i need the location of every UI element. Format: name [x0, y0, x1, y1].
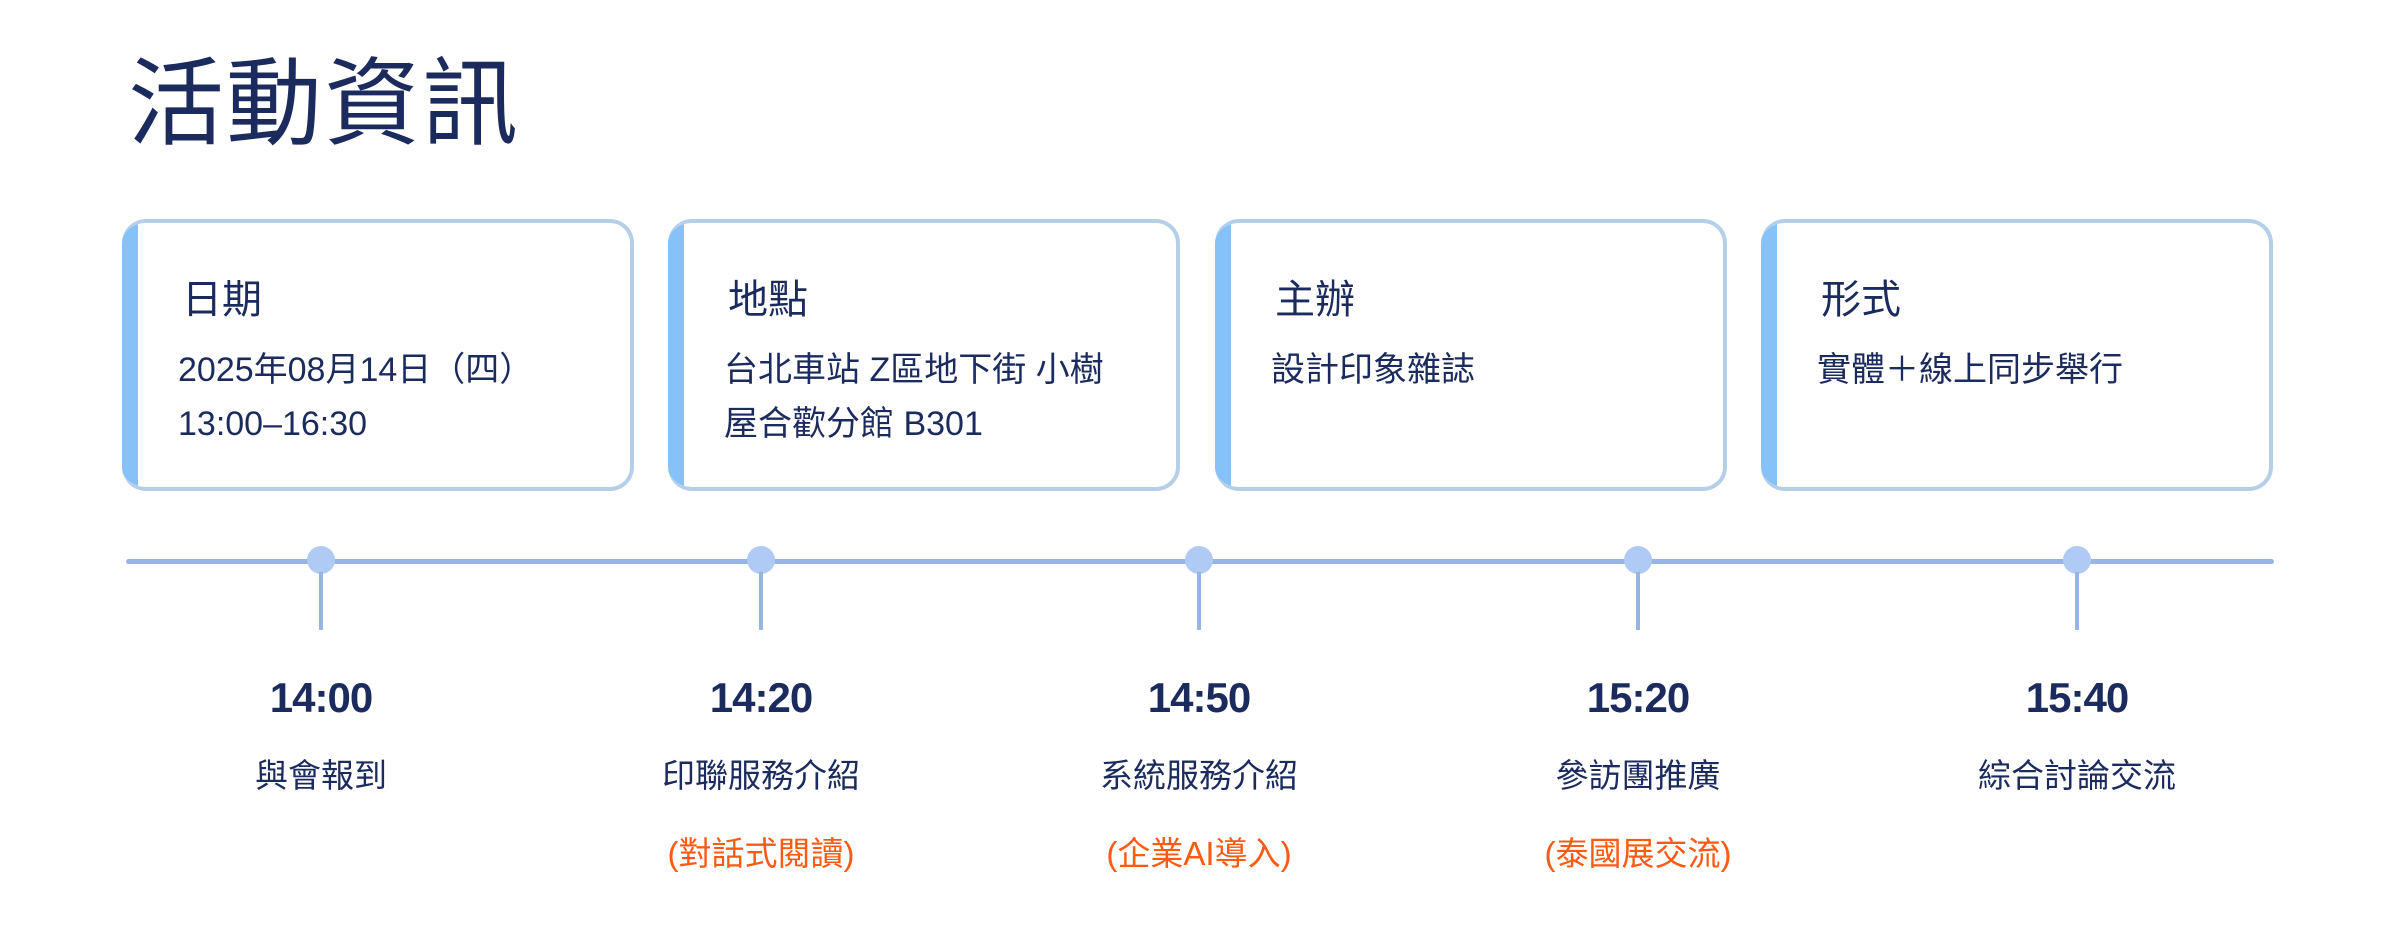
timeline-stem	[1636, 572, 1640, 630]
timeline-label: 與會報到	[255, 757, 387, 794]
timeline-dot	[1185, 546, 1213, 574]
timeline-stem	[1197, 572, 1201, 630]
timeline-dot	[2063, 546, 2091, 574]
timeline-note: (企業AI導入)	[1106, 835, 1292, 872]
card-heading: 地點	[728, 278, 808, 322]
card-line: 13:00–16:30	[178, 405, 368, 443]
timeline-time: 15:20	[1586, 674, 1690, 721]
timeline-note: (泰國展交流)	[1544, 835, 1732, 872]
timeline-item: 14:50 系統服務介紹 (企業AI導入)	[999, 668, 1399, 884]
card-heading: 形式	[1821, 278, 1901, 322]
timeline-time: 14:00	[269, 674, 373, 721]
page-title: 活動資訊	[128, 51, 520, 158]
card-line: 屋合歡分館 B301	[724, 405, 983, 443]
timeline-label: 參訪團推廣	[1555, 757, 1721, 794]
info-card-date: 日期 2025年08月14日（四） 13:00–16:30	[122, 219, 634, 491]
timeline-item: 15:20 參訪團推廣 (泰國展交流)	[1438, 668, 1838, 884]
timeline-time: 14:50	[1147, 674, 1251, 721]
timeline-dot	[307, 546, 335, 574]
card-line: 台北車站 Z區地下街 小樹	[724, 351, 1104, 389]
card-heading: 主辦	[1275, 278, 1355, 322]
timeline-dot	[747, 546, 775, 574]
timeline-stem	[319, 572, 323, 630]
card-line: 實體＋線上同步舉行	[1817, 351, 2123, 389]
timeline-item: 14:00 與會報到	[121, 668, 521, 806]
timeline-note: (對話式閱讀)	[667, 835, 855, 872]
info-card-location: 地點 台北車站 Z區地下街 小樹 屋合歡分館 B301	[668, 219, 1180, 491]
timeline-dot	[1624, 546, 1652, 574]
timeline-time: 15:40	[2025, 674, 2129, 721]
info-card-organizer: 主辦 設計印象雜誌	[1215, 219, 1727, 491]
timeline-stem	[759, 572, 763, 630]
timeline-label: 印聯服務介紹	[662, 757, 860, 794]
timeline-label: 系統服務介紹	[1100, 757, 1298, 794]
card-heading: 日期	[182, 278, 262, 322]
info-card-format: 形式 實體＋線上同步舉行	[1761, 219, 2273, 491]
card-line: 設計印象雜誌	[1271, 351, 1475, 389]
timeline-stem	[2075, 572, 2079, 630]
timeline-item: 15:40 綜合討論交流	[1877, 668, 2277, 806]
card-line: 2025年08月14日（四）	[178, 351, 534, 389]
timeline-label: 綜合討論交流	[1978, 757, 2176, 794]
timeline-time: 14:20	[709, 674, 813, 721]
timeline-item: 14:20 印聯服務介紹 (對話式閱讀)	[561, 668, 961, 884]
